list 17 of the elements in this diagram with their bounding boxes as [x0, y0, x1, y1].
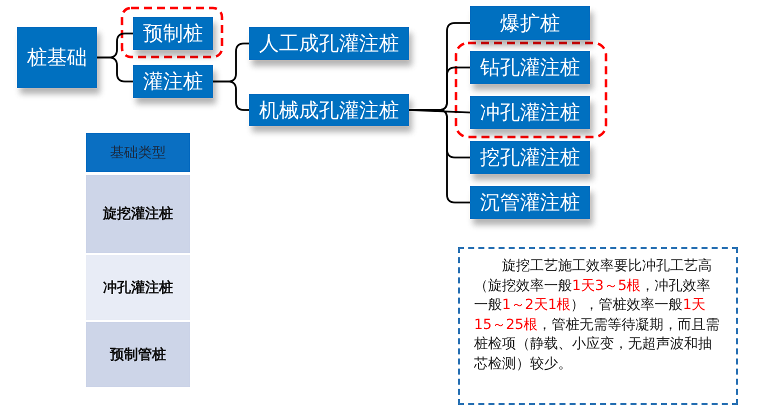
- note-text: 旋挖工艺施工效率要比冲孔工艺高（旋挖效率一般1天3～5根，冲孔效率一般1～2天1根），管桩效率一般1天15～25根，管桩无需等待凝期，而且需桩检项（静载、小应变，无超声波和抽芯检测）较少。: [474, 257, 721, 374]
- category-box: 爆扩桩: [470, 6, 590, 40]
- category-box: 桩基础: [17, 27, 97, 88]
- category-box: 机械成孔灌注桩: [249, 94, 409, 126]
- brace-connector: [409, 109, 470, 204]
- category-box: 沉管灌注桩: [470, 186, 590, 219]
- note-box: [458, 247, 738, 405]
- category-box: 冲孔灌注桩: [470, 96, 590, 129]
- category-box: 钻孔灌注桩: [470, 51, 590, 84]
- category-box: 挖孔灌注桩: [470, 141, 590, 174]
- table-cell: 预制管桩: [86, 322, 190, 387]
- table-cell: 冲孔灌注桩: [86, 255, 190, 320]
- table-cell: 旋挖灌注桩: [86, 175, 190, 253]
- category-box: 预制桩: [133, 17, 213, 50]
- category-box: 灌注桩: [133, 65, 213, 98]
- category-box: 人工成孔灌注桩: [249, 27, 409, 60]
- table-header-cell: 基础类型: [86, 133, 190, 172]
